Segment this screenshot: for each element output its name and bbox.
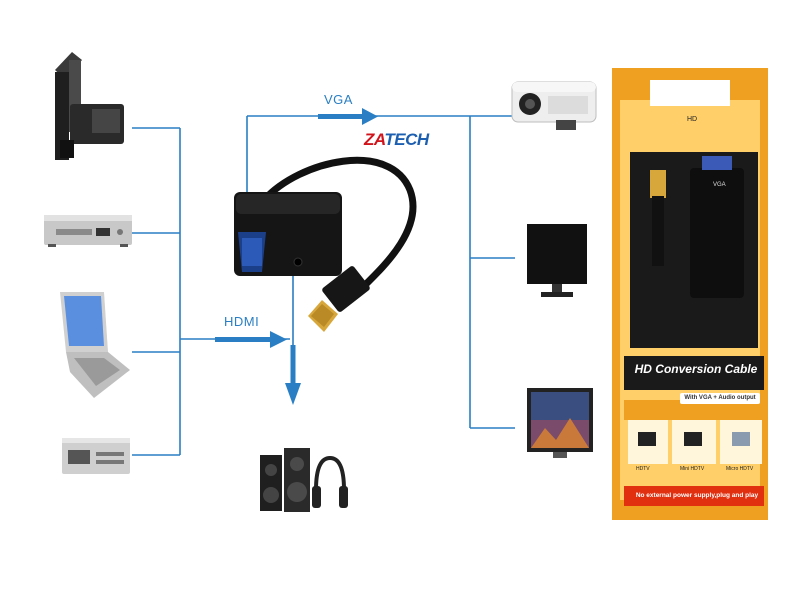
zaytech-logo: ZATECH <box>364 130 429 150</box>
tv-image <box>527 388 593 458</box>
speakers-headphones-image <box>260 448 348 512</box>
arrow-vga <box>362 108 378 125</box>
htpc-image <box>62 438 130 474</box>
package-subtitle: With VGA + Audio output <box>680 393 760 404</box>
package-title: HD Conversion Cable <box>634 362 758 376</box>
hdmi-label: HDMI <box>224 314 260 329</box>
vga-label: VGA <box>324 92 353 107</box>
logo-right: TECH <box>384 130 429 149</box>
package-footer: No external power supply,plug and play <box>635 492 759 499</box>
game-console-image <box>55 52 124 160</box>
hdmi-vga-adapter-image <box>234 156 417 332</box>
arrow-audio <box>285 383 301 405</box>
laptop-image <box>60 292 130 398</box>
package-port-label: VGA <box>713 182 726 188</box>
package-tag: HD <box>687 116 698 123</box>
logo-left: ZA <box>364 130 385 149</box>
monitor-image <box>527 224 587 297</box>
thumb-label-mini-hdtv: Mini HDTV <box>680 466 705 472</box>
arrow-hdmi <box>270 331 287 348</box>
thumb-label-hdtv: HDTV <box>636 466 650 472</box>
thumb-label-micro-hdtv: Micro HDTV <box>726 466 754 472</box>
projector-image <box>511 81 597 130</box>
product-package-image <box>612 68 768 520</box>
dvd-player-image <box>44 215 132 247</box>
